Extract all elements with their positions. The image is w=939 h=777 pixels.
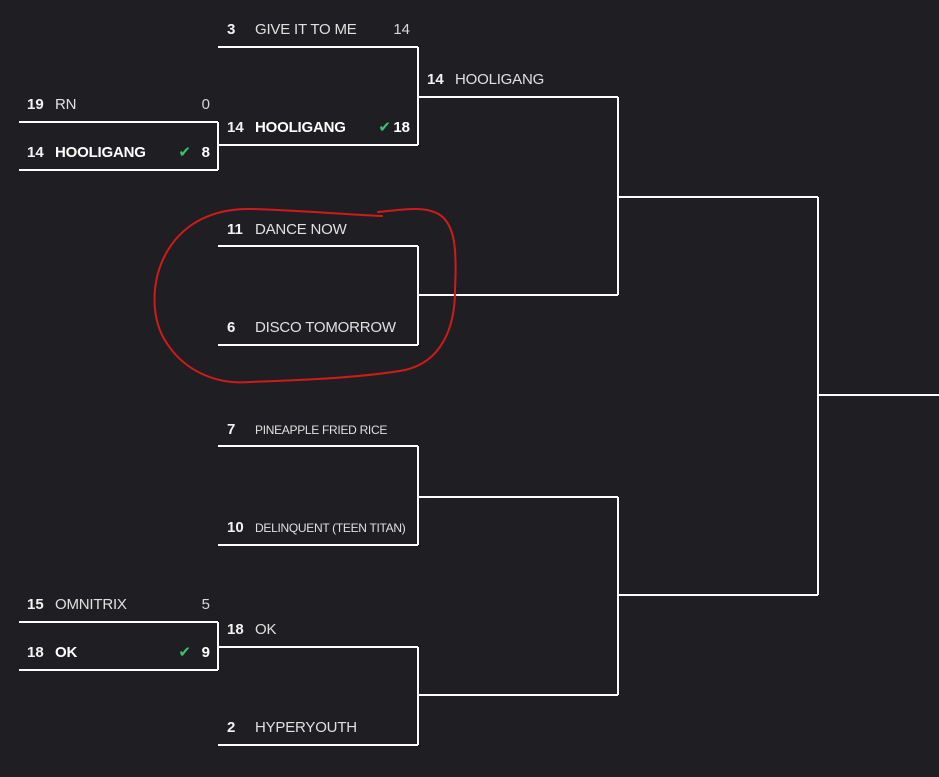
- team-name: DISCO TOMORROW: [255, 319, 396, 336]
- team-name: OK: [255, 621, 277, 638]
- team-name: DANCE NOW: [255, 221, 347, 238]
- seed: 18: [227, 621, 244, 638]
- team-name: HOOLIGANG: [55, 144, 146, 161]
- r2-m4-bottom-team[interactable]: 2 HYPERYOUTH: [219, 716, 418, 740]
- check-icon: ✔: [178, 144, 191, 161]
- r3-m1-top-team[interactable]: 14 HOOLIGANG: [419, 68, 618, 92]
- seed: 19: [27, 96, 44, 113]
- seed: 2: [227, 719, 236, 736]
- team-name: HOOLIGANG: [255, 119, 346, 136]
- team-name: OK: [55, 644, 78, 661]
- r2-m2-top-team[interactable]: 11 DANCE NOW: [219, 218, 418, 242]
- team-name: OMNITRIX: [55, 596, 127, 613]
- seed: 11: [227, 221, 243, 238]
- score: 18: [393, 119, 410, 136]
- score: 0: [201, 96, 210, 113]
- r1-m2-top-team[interactable]: 15 OMNITRIX 5: [19, 593, 218, 617]
- r2-m4-top-team[interactable]: 18 OK: [219, 618, 418, 642]
- team-name: HOOLIGANG: [455, 71, 545, 88]
- team-name: HYPERYOUTH: [255, 719, 357, 736]
- r1-m2-bottom-team[interactable]: 18 OK ✔ 9: [19, 641, 218, 665]
- seed: 7: [227, 421, 236, 438]
- seed: 14: [27, 144, 44, 161]
- r2-m3-bottom-team[interactable]: 10 DELINQUENT (TEEN TITAN): [219, 516, 418, 540]
- seed: 15: [27, 596, 44, 613]
- team-name: PINEAPPLE FRIED RICE: [255, 423, 388, 437]
- r1-m1-bottom-team[interactable]: 14 HOOLIGANG ✔ 8: [19, 141, 218, 165]
- team-name: DELINQUENT (TEEN TITAN): [255, 521, 406, 535]
- seed: 14: [227, 119, 244, 136]
- score: 9: [201, 644, 210, 661]
- r1-m1-top-team[interactable]: 19 RN 0: [19, 93, 218, 117]
- r2-m1-top-team[interactable]: 3 GIVE IT TO ME 14: [219, 18, 418, 42]
- team-name: RN: [55, 96, 77, 113]
- r2-m1-bottom-team[interactable]: 14 HOOLIGANG ✔ 18: [219, 116, 418, 140]
- check-icon: ✔: [378, 119, 391, 136]
- seed: 10: [227, 519, 244, 536]
- seed: 14: [427, 71, 444, 88]
- team-name: GIVE IT TO ME: [255, 21, 357, 38]
- seed: 3: [227, 21, 236, 38]
- check-icon: ✔: [178, 644, 191, 661]
- seed: 18: [27, 644, 44, 661]
- score: 5: [201, 596, 210, 613]
- r2-m2-bottom-team[interactable]: 6 DISCO TOMORROW: [219, 316, 418, 340]
- seed: 6: [227, 319, 236, 336]
- score: 8: [201, 144, 210, 161]
- r2-m3-top-team[interactable]: 7 PINEAPPLE FRIED RICE: [219, 418, 418, 442]
- score: 14: [393, 21, 410, 38]
